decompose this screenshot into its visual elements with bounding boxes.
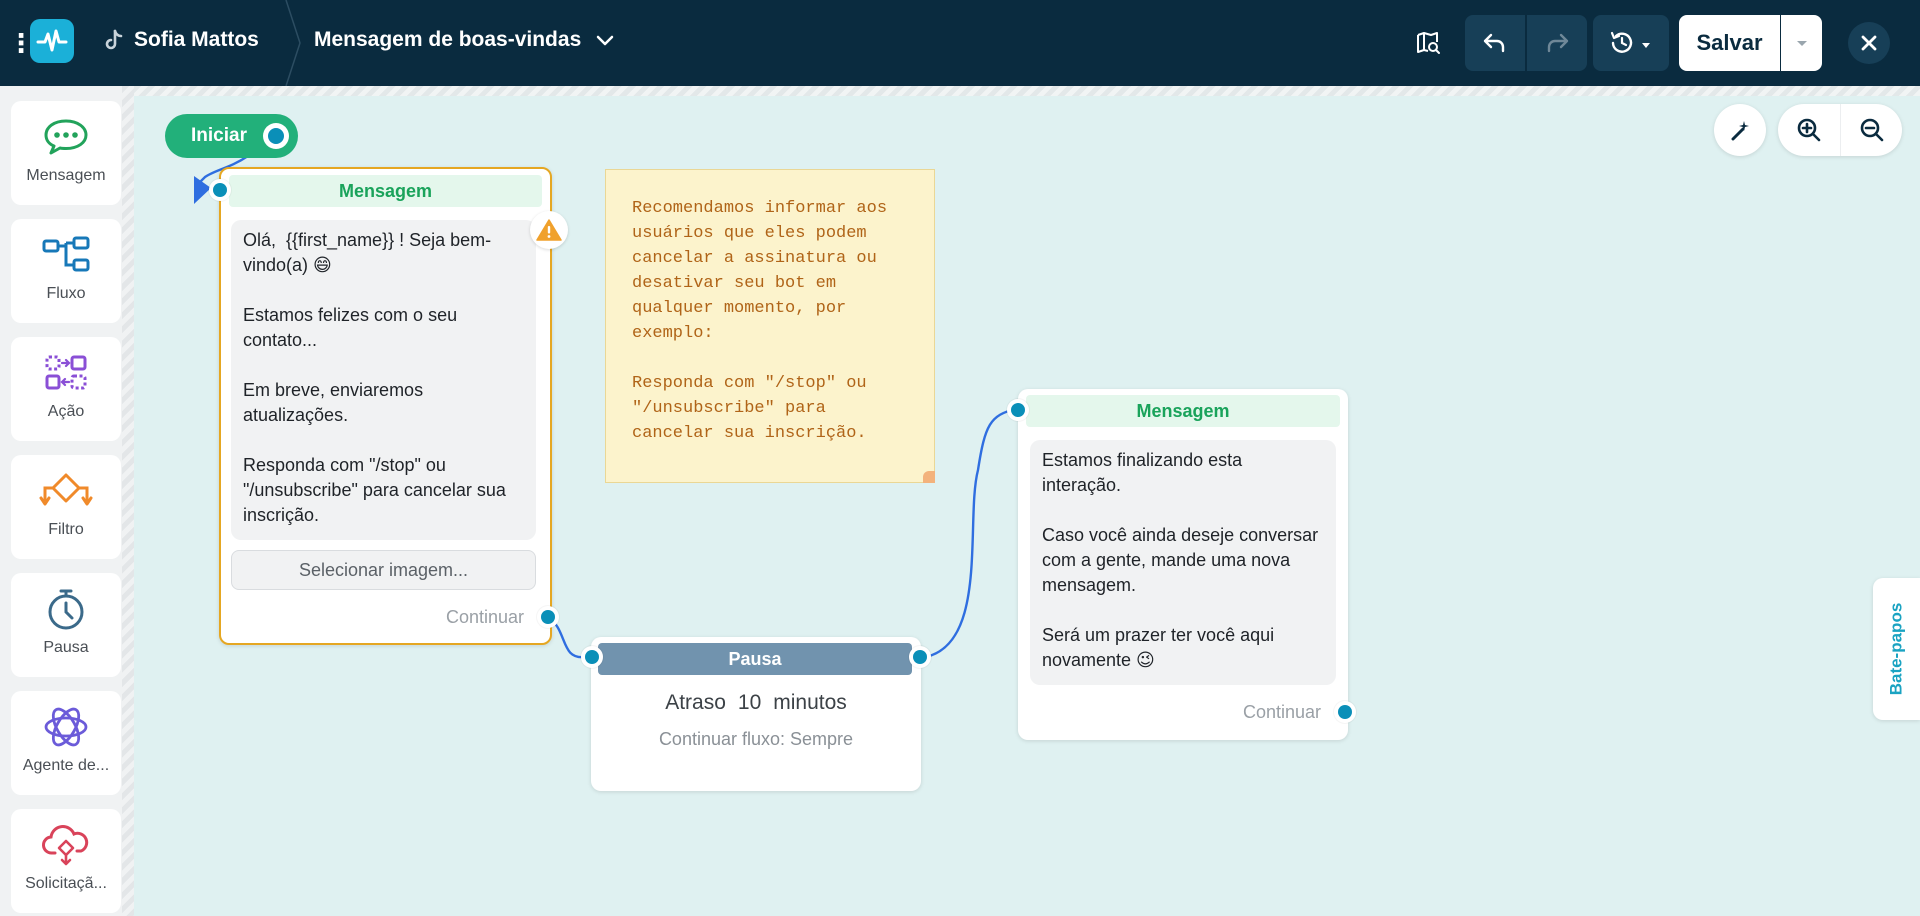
zoom-controls: [1778, 104, 1902, 156]
palette-item-request[interactable]: Solicitaçã...: [11, 809, 121, 913]
palette-item-flow[interactable]: Fluxo: [11, 219, 121, 323]
channel-name: Sofia Mattos: [134, 28, 259, 51]
connection-arrowhead: [194, 176, 211, 204]
warning-icon: [536, 219, 562, 241]
save-button[interactable]: Salvar: [1679, 15, 1780, 71]
delay-value[interactable]: 10: [737, 691, 762, 714]
message-node-farewell[interactable]: Mensagem Estamos finalizando esta intera…: [1018, 389, 1348, 740]
version-history-button[interactable]: [1593, 15, 1669, 71]
pulse-logo-icon: [36, 29, 68, 52]
close-icon: [1861, 35, 1877, 51]
sticky-note[interactable]: Recomendamos informar aos usuários que e…: [605, 169, 935, 483]
palette-item-label: Filtro: [48, 521, 84, 538]
magic-wand-icon: [1731, 121, 1749, 141]
zoom-in-icon: [1797, 118, 1821, 142]
app-logo[interactable]: [30, 19, 74, 63]
start-node[interactable]: Iniciar: [165, 114, 298, 158]
history-icon: [1610, 31, 1650, 53]
message2-input-port[interactable]: [1007, 399, 1029, 421]
filter-icon: [39, 469, 93, 513]
connection-pause-message: [919, 407, 1017, 660]
message-text[interactable]: Estamos finalizando esta interação. Caso…: [1030, 440, 1336, 685]
stopwatch-icon: [45, 587, 87, 631]
zoom-in-button[interactable]: [1778, 104, 1840, 156]
select-image-button[interactable]: Selecionar imagem...: [231, 550, 536, 590]
caret-down-icon: [1796, 41, 1807, 46]
palette-item-filter[interactable]: Filtro: [11, 455, 121, 559]
request-cloud-icon: [41, 823, 91, 867]
pause-output-port[interactable]: [909, 646, 931, 668]
node-palette-sidebar: Mensagem Fluxo Ação: [0, 86, 134, 916]
map-search-icon: [1417, 32, 1440, 54]
palette-item-action[interactable]: Ação: [11, 337, 121, 441]
message2-output-port[interactable]: [1334, 701, 1356, 723]
close-button[interactable]: [1848, 22, 1890, 64]
message-text[interactable]: Olá, {{first_name}} ! Seja bem-vindo(a) …: [231, 220, 536, 540]
zoom-out-icon: [1860, 118, 1883, 142]
node-header: Mensagem: [1026, 395, 1340, 427]
channel-breadcrumb[interactable]: Sofia Mattos: [104, 28, 259, 52]
palette-item-label: Fluxo: [46, 285, 86, 302]
ai-agent-icon: [43, 705, 89, 749]
node-header: Mensagem: [229, 175, 542, 207]
palette-item-pause[interactable]: Pausa: [11, 573, 121, 677]
top-bar: ⋮ Sofia Mattos Mensagem de boas-vindas: [0, 0, 1920, 86]
action-icon: [43, 351, 89, 395]
redo-icon: [1547, 33, 1569, 53]
continue-label: Continuar: [1243, 702, 1322, 722]
palette-item-label: Mensagem: [26, 167, 106, 184]
flow-icon: [41, 233, 91, 277]
message1-input-port[interactable]: [209, 179, 231, 201]
message1-output-port[interactable]: [537, 606, 559, 628]
palette-item-label: Ação: [47, 403, 85, 420]
delay-unit: minutos: [773, 691, 847, 714]
palette-item-label: Agente de...: [22, 757, 110, 774]
undo-icon: [1483, 33, 1505, 53]
node-header: Pausa: [598, 643, 912, 675]
start-label: Iniciar: [191, 125, 247, 146]
canvas-top-strip: [134, 86, 1920, 96]
chats-tab-label: Bate-papos: [1886, 602, 1906, 696]
flow-title-dropdown[interactable]: Mensagem de boas-vindas: [314, 28, 615, 52]
flow-map-button[interactable]: [1402, 15, 1454, 71]
chat-bubble-icon: [42, 115, 90, 159]
continue-label: Continuar: [446, 607, 525, 627]
tiktok-icon: [105, 29, 123, 50]
pause-node[interactable]: Pausa Atraso 10 minutos Continuar fluxo:…: [591, 637, 921, 791]
auto-arrange-button[interactable]: [1714, 104, 1766, 156]
warning-badge[interactable]: [530, 211, 568, 249]
palette-item-message[interactable]: Mensagem: [11, 101, 121, 205]
flow-title: Mensagem de boas-vindas: [314, 28, 582, 51]
chevron-down-icon: [597, 35, 614, 46]
pause-input-port[interactable]: [581, 646, 603, 668]
palette-item-label: Pausa: [43, 639, 89, 656]
palette-item-ai-agent[interactable]: Agente de...: [11, 691, 121, 795]
undo-button[interactable]: [1465, 15, 1525, 71]
zoom-out-button[interactable]: [1840, 104, 1902, 156]
pause-delay: Atraso 10 minutos: [591, 691, 921, 715]
palette-item-label: Solicitaçã...: [25, 875, 107, 892]
chats-panel-tab[interactable]: Bate-papos: [1873, 578, 1920, 720]
continue-flow-text: Continuar fluxo: Sempre: [658, 729, 854, 749]
breadcrumb-separator: [285, 0, 301, 86]
start-output-port[interactable]: [263, 123, 289, 149]
message-node-welcome[interactable]: Mensagem Olá, {{first_name}} ! Seja bem-…: [219, 167, 552, 645]
redo-button[interactable]: [1527, 15, 1587, 71]
save-options-button[interactable]: [1781, 15, 1822, 71]
delay-prefix: Atraso: [665, 691, 726, 714]
